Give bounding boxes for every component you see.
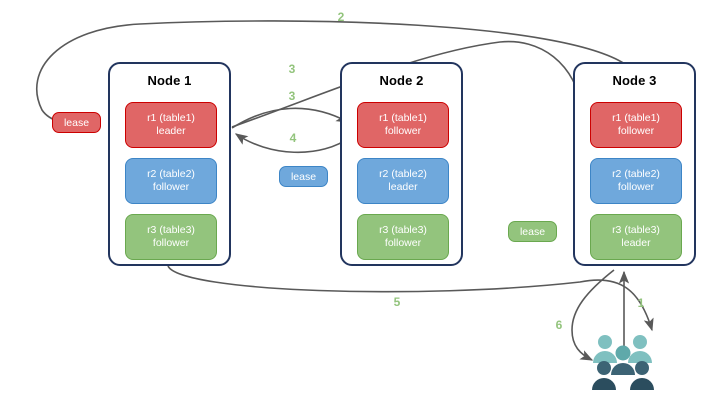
node-2-title: Node 2 bbox=[379, 73, 424, 88]
node-2-replica-r3[interactable]: r3 (table3) follower bbox=[357, 214, 449, 260]
replica-role-label: leader bbox=[621, 237, 651, 249]
node-1-replica-r3[interactable]: r3 (table3) follower bbox=[125, 214, 217, 260]
node-2-replica-r1[interactable]: r1 (table1) follower bbox=[357, 102, 449, 148]
step-label-6: 6 bbox=[555, 318, 563, 332]
replica-range-label: r1 (table1) bbox=[612, 112, 660, 124]
node-1-title: Node 1 bbox=[147, 73, 192, 88]
step-label-3-upper: 3 bbox=[288, 62, 296, 76]
lease-badge-r2[interactable]: lease bbox=[279, 166, 328, 187]
step-label-1: 1 bbox=[637, 296, 645, 310]
replica-role-label: follower bbox=[152, 237, 190, 249]
replica-range-label: r1 (table1) bbox=[379, 112, 427, 124]
node-1-replica-r1[interactable]: r1 (table1) leader bbox=[125, 102, 217, 148]
node-3[interactable]: Node 3 r1 (table1) follower r2 (table2) … bbox=[573, 62, 696, 266]
replica-range-label: r3 (table3) bbox=[147, 224, 195, 236]
replica-role-label: follower bbox=[152, 181, 190, 193]
arrow-step-3-to-node2 bbox=[231, 107, 350, 129]
lease-label: lease bbox=[519, 225, 546, 238]
replica-role-label: follower bbox=[617, 181, 655, 193]
replica-role-label: follower bbox=[617, 125, 655, 137]
node-2[interactable]: Node 2 r1 (table1) follower r2 (table2) … bbox=[340, 62, 463, 266]
replica-role-label: leader bbox=[388, 181, 418, 193]
lease-label: lease bbox=[290, 170, 317, 183]
step-label-5: 5 bbox=[393, 295, 401, 309]
replica-range-label: r3 (table3) bbox=[612, 224, 660, 236]
node-1[interactable]: Node 1 r1 (table1) leader r2 (table2) fo… bbox=[108, 62, 231, 266]
node-2-replica-r2[interactable]: r2 (table2) leader bbox=[357, 158, 449, 204]
step-label-4: 4 bbox=[289, 131, 297, 145]
node-1-replica-r2[interactable]: r2 (table2) follower bbox=[125, 158, 217, 204]
node-3-title: Node 3 bbox=[612, 73, 657, 88]
replica-role-label: follower bbox=[384, 125, 422, 137]
replica-range-label: r3 (table3) bbox=[379, 224, 427, 236]
arrow-step-5 bbox=[167, 265, 654, 332]
replica-range-label: r2 (table2) bbox=[147, 168, 195, 180]
lease-badge-r1[interactable]: lease bbox=[52, 112, 101, 133]
users-icon bbox=[592, 335, 654, 390]
replica-range-label: r1 (table1) bbox=[147, 112, 195, 124]
replica-range-label: r2 (table2) bbox=[379, 168, 427, 180]
replica-role-label: follower bbox=[384, 237, 422, 249]
node-3-replica-r3[interactable]: r3 (table3) leader bbox=[590, 214, 682, 260]
lease-badge-r3[interactable]: lease bbox=[508, 221, 557, 242]
replica-role-label: leader bbox=[156, 125, 186, 137]
lease-label: lease bbox=[63, 116, 90, 129]
step-label-2: 2 bbox=[337, 10, 345, 24]
replica-range-label: r2 (table2) bbox=[612, 168, 660, 180]
node-3-replica-r2[interactable]: r2 (table2) follower bbox=[590, 158, 682, 204]
step-label-3-lower: 3 bbox=[288, 89, 296, 103]
node-3-replica-r1[interactable]: r1 (table1) follower bbox=[590, 102, 682, 148]
